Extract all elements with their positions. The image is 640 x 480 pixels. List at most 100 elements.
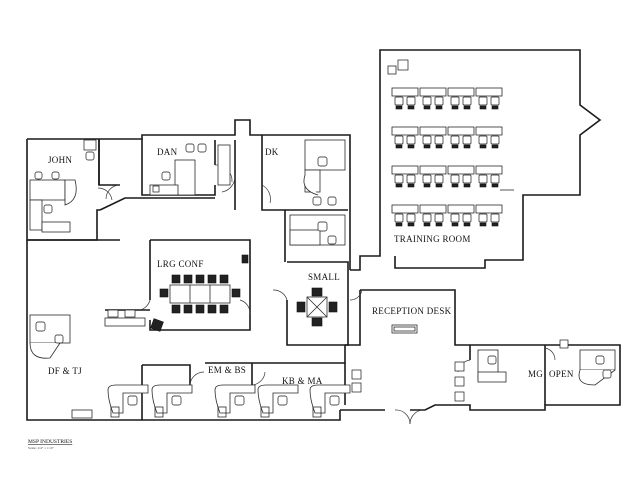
training-chair-base xyxy=(479,183,487,188)
training-chair-base xyxy=(491,183,499,188)
training-chair xyxy=(450,135,460,145)
training-chair xyxy=(462,96,472,106)
training-chair-base xyxy=(435,105,443,110)
title-block: MSP INDUSTRIES Scale: 1/4" = 1'-0" xyxy=(28,439,72,450)
training-chair xyxy=(478,135,488,145)
training-chair-base xyxy=(423,144,431,149)
room-label-john: JOHN xyxy=(48,155,72,165)
training-chair-base xyxy=(463,105,471,110)
training-chair xyxy=(478,174,488,184)
conference-chair xyxy=(207,304,217,314)
training-chair-base xyxy=(407,222,415,227)
workstation-file-cabinet xyxy=(260,406,270,418)
training-chair xyxy=(406,174,416,184)
conference-chair xyxy=(183,274,193,284)
company-name: MSP INDUSTRIES xyxy=(28,439,72,445)
room-label-lrg-conf: LRG CONF xyxy=(157,259,204,269)
training-chair xyxy=(478,213,488,223)
training-chair-base xyxy=(435,222,443,227)
conference-chair xyxy=(171,274,181,284)
room-label-open: OPEN xyxy=(549,369,574,379)
drawing-scale: Scale: 1/4" = 1'-0" xyxy=(28,446,54,450)
room-label-kb-ma: KB & MA xyxy=(282,376,323,386)
training-chair xyxy=(394,174,404,184)
workstation-desk xyxy=(309,384,351,414)
training-chair xyxy=(490,96,500,106)
conference-chair xyxy=(219,304,229,314)
training-chair xyxy=(462,135,472,145)
conference-chair xyxy=(219,274,229,284)
training-chair xyxy=(422,135,432,145)
training-chair-base xyxy=(423,105,431,110)
training-chair-base xyxy=(451,144,459,149)
training-desk xyxy=(391,126,419,136)
training-chair xyxy=(450,213,460,223)
training-chair-base xyxy=(479,222,487,227)
training-chair xyxy=(462,213,472,223)
room-label-dk: DK xyxy=(265,147,279,157)
training-desk xyxy=(419,126,447,136)
training-chair xyxy=(462,174,472,184)
training-desk xyxy=(419,165,447,175)
training-chair-base xyxy=(395,222,403,227)
workstation-chair xyxy=(277,395,288,406)
training-chair xyxy=(434,135,444,145)
df-tj-furniture xyxy=(29,309,146,419)
workstation-file-cabinet xyxy=(110,406,120,418)
training-desk xyxy=(475,165,503,175)
bottom-workstations xyxy=(107,369,362,418)
training-desk xyxy=(391,204,419,214)
training-chair-base xyxy=(395,105,403,110)
training-chair xyxy=(450,96,460,106)
training-chair xyxy=(422,213,432,223)
conference-chair xyxy=(207,274,217,284)
training-desk xyxy=(419,87,447,97)
training-chair-base xyxy=(463,222,471,227)
training-chair-base xyxy=(407,183,415,188)
training-room-furniture xyxy=(387,59,514,227)
training-desk xyxy=(447,165,475,175)
training-desk xyxy=(391,165,419,175)
training-chair xyxy=(406,213,416,223)
conference-chair xyxy=(183,304,193,314)
training-chair-base xyxy=(407,105,415,110)
training-chair-base xyxy=(451,105,459,110)
room-label-df-tj: DF & TJ xyxy=(48,366,82,376)
training-chair xyxy=(394,213,404,223)
training-chair xyxy=(422,174,432,184)
training-desk xyxy=(447,126,475,136)
training-chair-base xyxy=(479,144,487,149)
reception-furniture xyxy=(391,324,418,334)
room-label-training: TRAINING ROOM xyxy=(394,234,471,244)
storage-room-furniture xyxy=(289,214,346,246)
workstation-chair xyxy=(234,395,245,406)
workstation-desk xyxy=(151,384,193,414)
training-chair-base xyxy=(463,183,471,188)
training-desk xyxy=(475,126,503,136)
training-desk xyxy=(391,87,419,97)
training-chair xyxy=(422,96,432,106)
workstation-desk xyxy=(214,384,256,414)
training-chair-base xyxy=(451,222,459,227)
training-desk xyxy=(447,204,475,214)
workstation-chair xyxy=(329,395,340,406)
training-chair-base xyxy=(491,222,499,227)
training-chair xyxy=(490,174,500,184)
training-chair xyxy=(394,96,404,106)
training-chair-base xyxy=(463,144,471,149)
workstation-file-cabinet xyxy=(154,406,164,418)
conference-chair xyxy=(171,304,181,314)
workstation-file-cabinet xyxy=(217,406,227,418)
training-chair-base xyxy=(395,144,403,149)
training-chair-base xyxy=(451,183,459,188)
training-desk xyxy=(419,204,447,214)
training-chair-base xyxy=(491,105,499,110)
training-chair xyxy=(406,135,416,145)
room-label-reception: RECEPTION DESK xyxy=(372,306,452,316)
workstation-desk xyxy=(107,384,149,414)
training-chair xyxy=(434,213,444,223)
workstation-chair xyxy=(171,395,182,406)
conference-chair xyxy=(195,304,205,314)
training-desk xyxy=(447,87,475,97)
